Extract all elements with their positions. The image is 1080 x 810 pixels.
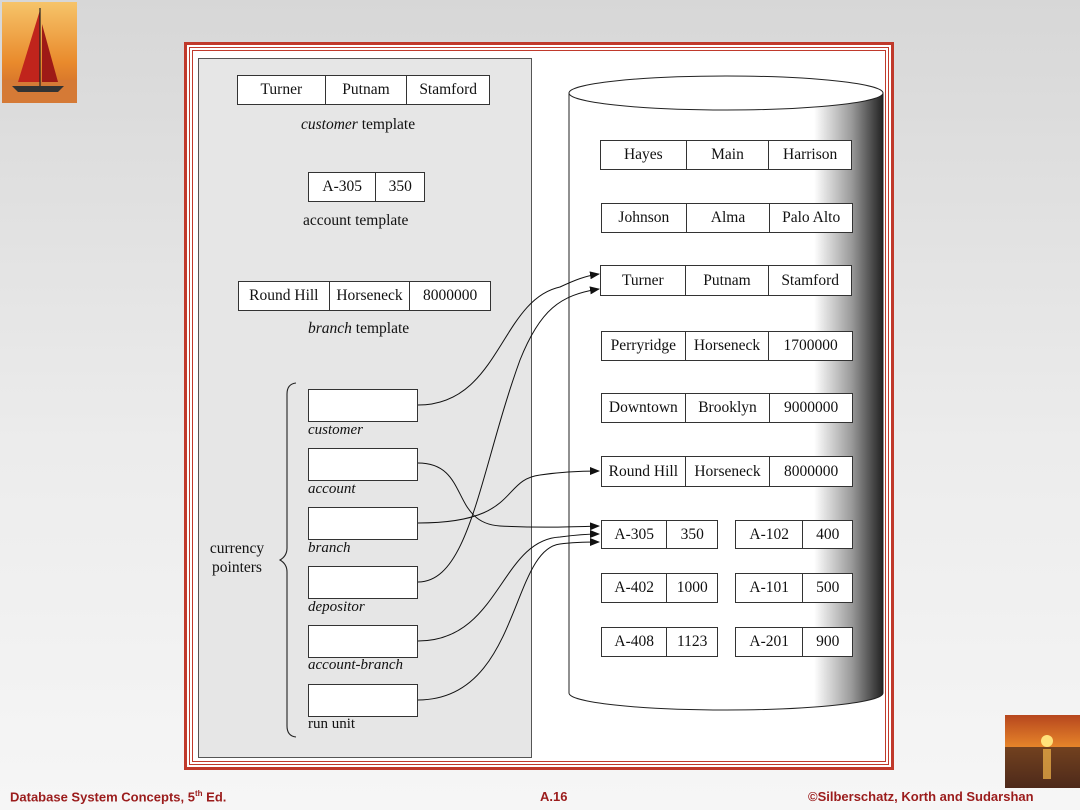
template-field: Round Hill: [239, 282, 330, 310]
db-field: Downtown: [602, 394, 686, 422]
account-template-label: account template: [303, 212, 409, 229]
db-field: A-102: [736, 521, 804, 548]
account-pointer-arrow: [417, 462, 600, 531]
pointer-label: branch: [308, 540, 351, 556]
currency-brace: [278, 382, 297, 738]
db-field: 500: [816, 579, 840, 596]
db-field: A-408: [602, 628, 668, 656]
db-account-record: A-402 1000: [601, 573, 718, 603]
db-field: Turner: [601, 266, 686, 295]
db-account-record: A-102 400: [735, 520, 853, 549]
footer-copyright: ©Silberschatz, Korth and Sudarshan: [808, 789, 1034, 804]
db-field: Main: [687, 141, 770, 169]
pointer-label: account: [308, 481, 356, 497]
run-unit-pointer-arrow: [417, 538, 600, 701]
account-branch-pointer-arrow: [417, 530, 600, 642]
pointer-label: run unit: [308, 716, 356, 732]
db-field: 9000000: [784, 399, 839, 416]
db-customer-record: Turner Putnam Stamford: [600, 265, 852, 296]
db-field: 1700000: [783, 337, 838, 354]
branch-template-label: branch template: [308, 320, 410, 337]
customer-template-label: customer template: [301, 116, 416, 133]
pointer-box-account: [308, 448, 418, 481]
currency-pointers-label: currency pointers: [209, 540, 265, 576]
db-branch-record: Round Hill Horseneck 8000000: [601, 456, 853, 487]
db-branch-record: Downtown Brooklyn 9000000: [601, 393, 853, 423]
pointer-box-account-branch: [308, 625, 418, 658]
pointer-label: customer: [308, 422, 363, 438]
template-field: 350: [388, 178, 412, 195]
branch-pointer-arrow: [417, 467, 600, 524]
db-field: A-402: [602, 574, 668, 602]
pointer-box-customer: [308, 389, 418, 422]
db-customer-record: Hayes Main Harrison: [600, 140, 852, 170]
pointer-box-branch: [308, 507, 418, 540]
db-field: Putnam: [686, 266, 770, 295]
db-field: 400: [816, 525, 840, 543]
db-field: Horseneck: [686, 457, 771, 486]
db-field: 8000000: [784, 462, 839, 480]
db-field: Round Hill: [602, 457, 686, 486]
pointer-label: account-branch: [308, 657, 403, 673]
sunset-logo: [1005, 715, 1080, 788]
footer-slide-number: A.16: [540, 789, 568, 804]
db-field: Harrison: [783, 146, 838, 163]
pointer-label: depositor: [308, 599, 365, 615]
customer-template-record: Turner Putnam Stamford: [237, 75, 490, 105]
sailboat-logo: [2, 2, 77, 103]
pointer-box-depositor: [308, 566, 418, 599]
db-account-record: A-201 900: [735, 627, 853, 657]
db-field: Perryridge: [602, 332, 686, 360]
db-field: A-305: [602, 521, 668, 548]
db-field: Horseneck: [686, 332, 770, 360]
template-field: Putnam: [326, 76, 408, 104]
db-account-record: A-305 350: [601, 520, 718, 549]
db-field: 1000: [676, 579, 708, 596]
db-field: 350: [680, 525, 704, 543]
db-account-record: A-408 1123: [601, 627, 718, 657]
db-field: 900: [816, 633, 840, 650]
db-field: 1123: [677, 633, 708, 650]
template-field: A-305: [309, 173, 377, 201]
branch-template-record: Round Hill Horseneck 8000000: [238, 281, 491, 311]
db-field: Johnson: [602, 204, 687, 232]
account-template-record: A-305 350: [308, 172, 425, 202]
db-field: A-101: [736, 574, 804, 602]
db-field: Brooklyn: [686, 394, 771, 422]
template-field: Turner: [238, 76, 326, 104]
template-field: Stamford: [419, 81, 477, 98]
db-field: Palo Alto: [782, 209, 841, 226]
database-cylinder-top: [568, 75, 884, 111]
template-field: Horseneck: [330, 282, 411, 310]
depositor-pointer-arrow: [417, 286, 600, 583]
footer-book-title: Database System Concepts, 5th Ed.: [10, 789, 227, 805]
customer-pointer-arrow: [417, 271, 600, 406]
template-field: 8000000: [423, 287, 478, 304]
db-branch-record: Perryridge Horseneck 1700000: [601, 331, 853, 361]
db-customer-record: Johnson Alma Palo Alto: [601, 203, 853, 233]
db-field: A-201: [736, 628, 804, 656]
pointer-box-run-unit: [308, 684, 418, 717]
db-account-record: A-101 500: [735, 573, 853, 603]
db-field: Hayes: [601, 141, 687, 169]
db-field: Alma: [687, 204, 771, 232]
db-field: Stamford: [781, 271, 839, 289]
